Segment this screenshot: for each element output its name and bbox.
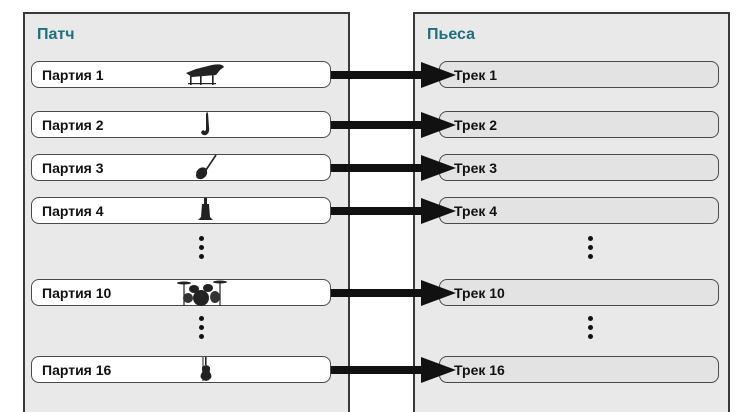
track-label: Трек 16 [454,361,505,378]
track-row-16: Трек 16 [439,356,719,383]
part-label: Партия 2 [42,116,104,133]
arrow-3 [331,155,456,181]
guitar-icon [196,154,217,180]
piece-title: Пьеса [427,26,476,43]
arrow-16 [331,357,456,383]
ellipsis-dots-left-lower [197,316,205,343]
track-row-2: Трек 2 [439,111,719,138]
part-row-16: Партия 16 [31,356,331,383]
mapping-arrows [331,62,456,383]
track-row-3: Трек 3 [439,154,719,181]
part-row-2: Партия 2 [31,111,331,138]
part-row-10: Партия 10 [31,279,331,306]
arrow-1 [331,62,456,88]
track-label: Трек 1 [454,66,498,83]
arrow-2 [331,112,456,138]
ellipsis-dots-right-lower [586,316,594,343]
saxophone-icon [201,112,210,136]
arrow-4 [331,198,456,224]
track-label: Трек 3 [454,159,498,176]
track-row-4: Трек 4 [439,197,719,224]
part-label: Партия 4 [42,202,104,219]
part-label: Партия 10 [42,284,112,301]
ellipsis-dots-right-upper [586,236,594,263]
bell-icon [198,198,213,220]
drum-kit-icon [177,280,227,306]
track-row-1: Трек 1 [439,61,719,88]
track-row-10: Трек 10 [439,279,719,306]
part-row-4: Партия 4 [31,197,331,224]
track-label: Трек 4 [454,202,498,219]
part-row-1: Партия 1 [31,61,331,88]
arrow-10 [331,280,456,306]
patch-title: Патч [37,26,75,43]
piano-icon [186,64,224,85]
part-label: Партия 16 [42,361,112,378]
part-row-3: Партия 3 [31,154,331,181]
part-label: Партия 1 [42,66,104,83]
part-label: Партия 3 [42,159,104,176]
track-label: Трек 2 [454,116,498,133]
ellipsis-dots-left-upper [197,236,205,263]
violin-icon [200,357,212,381]
track-label: Трек 10 [454,284,505,301]
